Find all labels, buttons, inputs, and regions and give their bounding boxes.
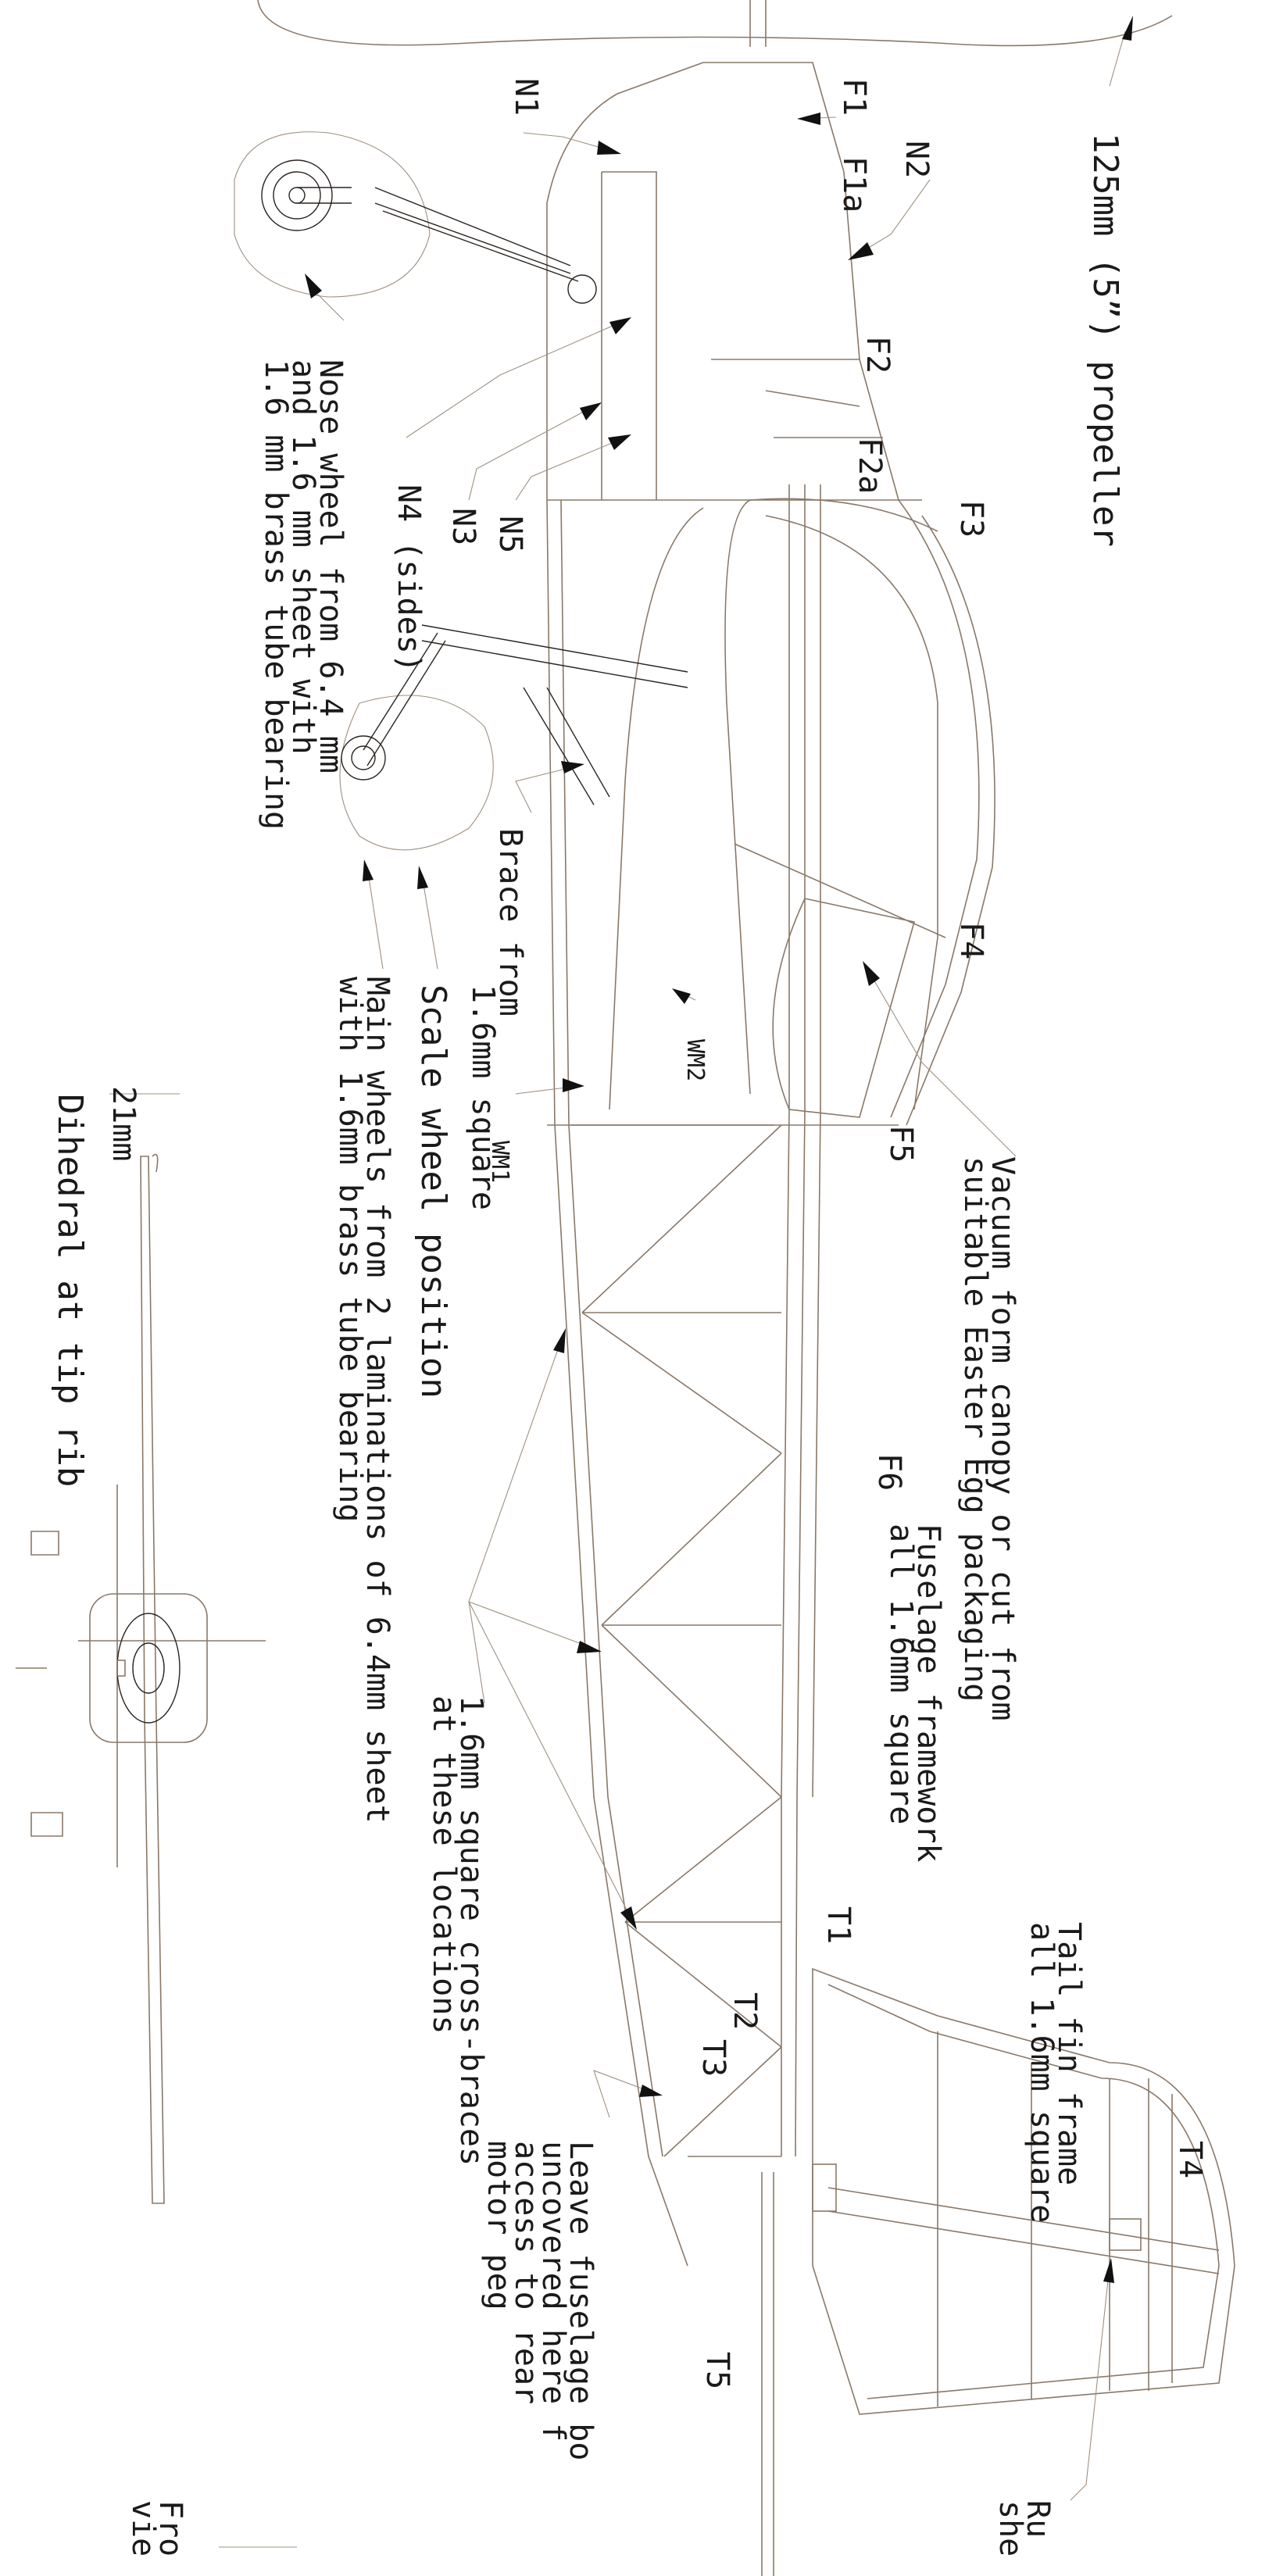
label-n3: N3 bbox=[445, 508, 481, 545]
label-n4: N4 (sides) bbox=[391, 484, 427, 673]
label-f2a: F2a bbox=[852, 438, 888, 494]
label-t2: T2 bbox=[727, 1992, 763, 2030]
label-wm1: WM1 bbox=[486, 1141, 513, 1183]
fuselage-outline bbox=[546, 62, 995, 2267]
label-dihedral: Dihedral at tip rib bbox=[50, 1094, 90, 1487]
main-wheel bbox=[339, 624, 688, 851]
label-f3: F3 bbox=[953, 500, 989, 538]
label-main-wheels-2: with 1.6mm brass tube bearing bbox=[332, 977, 368, 1522]
label-f4: F4 bbox=[953, 922, 989, 959]
fuselage-truss bbox=[570, 1124, 782, 2157]
label-wm2: WM2 bbox=[681, 1039, 709, 1081]
label-n2: N2 bbox=[899, 141, 935, 178]
label-n5: N5 bbox=[492, 516, 528, 553]
label-tail-fin-1: Tail fin frame bbox=[1051, 1922, 1087, 2185]
label-nose-wheel-1: Nose wheel from 6.4 mm bbox=[313, 359, 348, 774]
label-front-view-1: Fro bbox=[152, 2500, 188, 2556]
label-leave-1: Leave fuselage bo bbox=[563, 2141, 599, 2460]
label-t5: T5 bbox=[699, 2352, 735, 2389]
label-f5: F5 bbox=[883, 1125, 919, 1163]
label-front-view-2: vie bbox=[125, 2500, 161, 2556]
label-leave-2: uncovered here f bbox=[535, 2141, 571, 2442]
label-dihedral-dim: 21mm bbox=[105, 1086, 141, 1161]
label-rudder-1: Ru bbox=[1020, 2500, 1056, 2538]
label-nose-wheel-3: 1.6 mm brass tube bearing bbox=[258, 359, 294, 830]
label-framework-2: all 1.6mm square bbox=[883, 1524, 919, 1824]
label-cross-braces-1: 1.6mm square cross-braces bbox=[453, 1695, 489, 2166]
label-tail-fin-2: all 1.6mm square bbox=[1024, 1922, 1060, 2223]
propeller-shaft bbox=[749, 0, 767, 47]
label-nose-wheel-2: and 1.6 mm sheet with bbox=[285, 359, 321, 755]
label-leave-4: motor peg bbox=[481, 2141, 516, 2310]
tail-rod bbox=[761, 2172, 774, 2576]
label-main-wheels-1: Main wheels from 2 laminations of 6.4mm … bbox=[359, 977, 395, 1824]
label-f1: F1 bbox=[836, 78, 872, 116]
label-framework-1: Fuselage framework bbox=[910, 1524, 946, 1862]
label-t3: T3 bbox=[695, 2039, 731, 2077]
label-canopy-1: Vacuum form canopy or cut from bbox=[985, 1156, 1020, 1720]
leader-lines bbox=[219, 16, 1133, 2548]
label-brace-2: 1.6mm square bbox=[465, 984, 501, 1210]
label-scale-wheel: Scale wheel position bbox=[413, 984, 453, 1399]
label-brace-1: Brace from bbox=[492, 828, 528, 1016]
label-leave-3: access to rear bbox=[508, 2141, 544, 2404]
nose-wheel bbox=[234, 131, 597, 304]
label-canopy-2: suitable Easter Egg packaging bbox=[957, 1156, 993, 1702]
label-f2: F2 bbox=[860, 336, 895, 373]
labels: 125mm (5”) propeller F1 F1a F2 F2a F3 F4… bbox=[50, 78, 1208, 2556]
propeller-arc bbox=[257, 0, 1173, 47]
label-n1: N1 bbox=[508, 78, 544, 116]
tail-fin bbox=[812, 1967, 1235, 2415]
label-cross-braces-2: at these locations bbox=[426, 1695, 462, 2034]
label-propeller: 125mm (5”) propeller bbox=[1085, 133, 1125, 547]
label-t1: T1 bbox=[820, 1906, 856, 1944]
label-f1a: F1a bbox=[836, 156, 872, 213]
front-view bbox=[16, 1093, 266, 2204]
label-t4: T4 bbox=[1172, 2141, 1208, 2178]
label-rudder-2: she bbox=[992, 2500, 1028, 2556]
label-f6: F6 bbox=[871, 1453, 907, 1491]
